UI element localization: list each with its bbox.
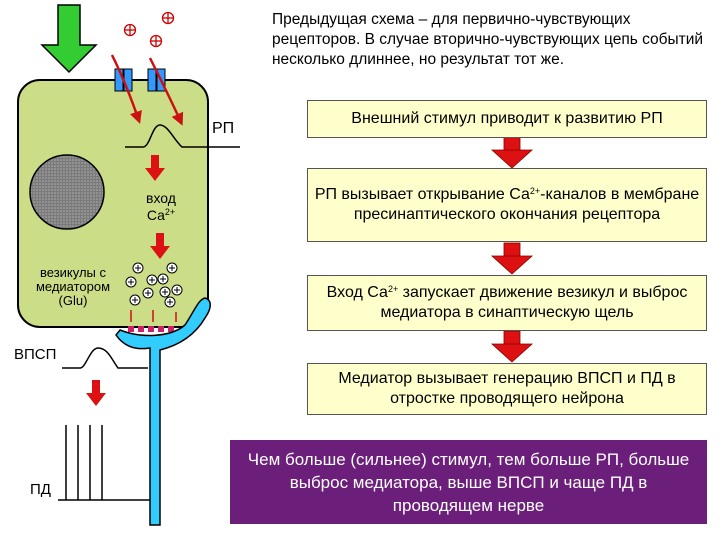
ap-label: ПД [30, 481, 51, 498]
step-2-text: РП вызывает открывание Са2+-каналов в ме… [314, 186, 700, 223]
receptor-cell [17, 79, 209, 328]
step-box-2: РП вызывает открывание Са2+-каналов в ме… [307, 168, 707, 242]
stimulus-arrow [40, 4, 98, 74]
conclusion-box: Чем больше (сильнее) стимул, тем больше … [230, 440, 707, 524]
step-box-4: Медиатор вызывает генерацию ВПСП и ПД в … [307, 363, 707, 415]
vesicles-line2: медиатором [35, 279, 111, 294]
step-arrow-icon [490, 330, 534, 363]
vesicle-plus-marks [128, 265, 180, 305]
release-arrows [130, 310, 177, 322]
ap-trace [58, 425, 150, 501]
ion-flow-arrows [110, 54, 184, 126]
vesicles-line1: везикулы с [39, 265, 106, 280]
conclusion-text: Чем больше (сильнее) стимул, тем больше … [247, 449, 690, 515]
ca-entry-line1: вход [146, 190, 176, 206]
step-box-3: Вход Са2+ запускает движение везикул и в… [307, 275, 707, 331]
rp-label: РП [212, 120, 235, 137]
step-4-text: Медиатор вызывает генерацию ВПСП и ПД в … [338, 370, 676, 407]
red-arrow-icon [86, 380, 106, 406]
synaptic-cleft-particles [128, 326, 174, 332]
step-3-text: Вход Са2+ запускает движение везикул и в… [326, 284, 688, 321]
step-arrow-icon [490, 136, 534, 169]
afferent-neuron [115, 297, 211, 526]
step-box-1: Внешний стимул приводит к развитию РП [307, 100, 707, 138]
step-1-text: Внешний стимул приводит к развитию РП [351, 110, 663, 127]
cation-icons [123, 11, 175, 48]
red-arrow-icon [145, 155, 165, 181]
step-arrow-icon [490, 242, 534, 275]
ca-entry-line2: Са2+ [146, 207, 176, 223]
rp-trace [125, 124, 240, 148]
nucleus [29, 154, 105, 230]
vesicles-label: везикулы с медиатором (Glu) [22, 266, 124, 308]
epsp-trace [62, 347, 148, 369]
vesicles-line3: (Glu) [58, 293, 88, 308]
ca-entry-label: вход Са2+ [136, 190, 186, 224]
intro-text: Предыдущая схема – для первично-чувствую… [272, 11, 704, 68]
epsp-label: ВПСП [14, 346, 57, 363]
red-arrow-icon [150, 233, 170, 259]
